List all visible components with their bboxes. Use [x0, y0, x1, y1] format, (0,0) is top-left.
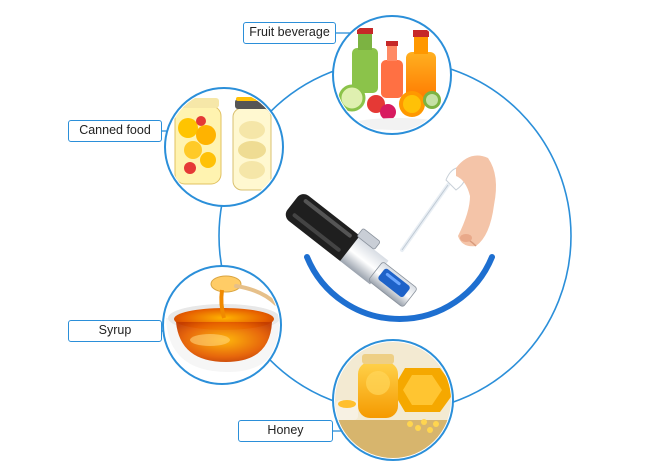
label-fruit-beverage: Fruit beverage [243, 22, 336, 44]
honey-jar-icon [332, 339, 454, 461]
fruit-juice-bottles-icon [332, 15, 452, 135]
label-syrup: Syrup [68, 320, 162, 342]
center-arc [304, 254, 495, 322]
canned-fruit-jars-icon [164, 87, 284, 207]
syrup-bowl-icon [162, 265, 282, 385]
label-canned-food: Canned food [68, 120, 162, 142]
label-honey: Honey [238, 420, 333, 442]
refractometer-with-pipette-icon [285, 155, 496, 307]
